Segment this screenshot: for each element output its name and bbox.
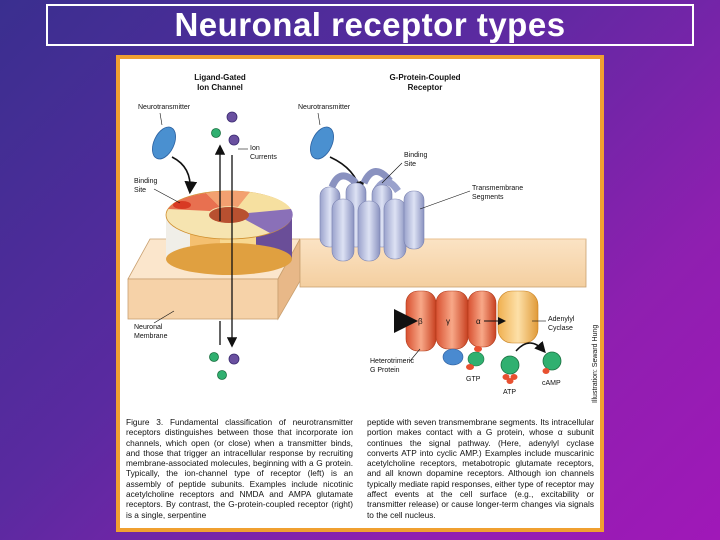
binding-site-right-line2: Site xyxy=(404,161,416,168)
neurotransmitter-molecule-right xyxy=(310,126,334,160)
figure-frame: Ligand-Gated Ion Channel G-Protein-Coupl… xyxy=(116,55,604,532)
heterotrimeric-label-line1: Heterotrimeric xyxy=(370,358,414,365)
figure-panel: Ligand-Gated Ion Channel G-Protein-Coupl… xyxy=(120,59,600,528)
g-protein-subunits xyxy=(405,290,539,370)
camp-molecule xyxy=(542,351,562,371)
alpha-label: α xyxy=(476,317,481,326)
caption-column-1: Figure 3. Fundamental classification of … xyxy=(126,417,353,520)
receptor-diagram: Ligand-Gated Ion Channel G-Protein-Coupl… xyxy=(127,73,599,403)
neurotransmitter-label-right: Neurotransmitter xyxy=(298,104,351,111)
ion-channel xyxy=(165,190,293,275)
ion-purple-top xyxy=(226,111,238,123)
ion-green-bottom2 xyxy=(217,370,227,380)
ion-green-top xyxy=(211,128,221,138)
camp-label: cAMP xyxy=(542,380,561,387)
gtp-label: GTP xyxy=(466,376,481,383)
left-heading-line2: Ion Channel xyxy=(197,83,243,92)
right-heading-line2: Receptor xyxy=(408,83,443,92)
transmembrane-label-line2: Segments xyxy=(472,194,504,201)
slide-title-box: Neuronal receptor types xyxy=(46,4,694,46)
left-heading-line1: Ligand-Gated xyxy=(194,73,246,82)
binding-site-left-line1: Binding xyxy=(134,178,157,185)
neurotransmitter-label-left: Neurotransmitter xyxy=(138,104,191,111)
atp-label: ATP xyxy=(503,389,516,396)
slide-title: Neuronal receptor types xyxy=(174,6,566,43)
binding-arrow-left xyxy=(171,156,198,195)
transmembrane-label-line1: Transmembrane xyxy=(472,185,523,192)
neuronal-membrane-label-line2: Membrane xyxy=(134,333,168,340)
neurotransmitter-molecule-left xyxy=(152,126,176,160)
beta-label: β xyxy=(418,317,423,326)
caption-column-2: peptide with seven transmembrane segment… xyxy=(367,417,594,520)
ion-green-bottom xyxy=(209,352,219,362)
adenylyl-label-line2: Cyclase xyxy=(548,325,573,332)
ion-purple-mid xyxy=(228,134,240,146)
illustration-credit: Illustration: Seward Hung xyxy=(592,325,599,403)
ion-currents-label-line1: Ion xyxy=(250,145,260,152)
gamma-label: γ xyxy=(446,317,450,326)
conversion-arrow xyxy=(515,340,546,354)
adenylyl-label-line1: Adenylyl xyxy=(548,316,575,323)
ion-currents-label-line2: Currents xyxy=(250,154,277,161)
binding-site-right-line1: Binding xyxy=(404,152,427,159)
gpcr-transmembrane-segments xyxy=(319,168,425,262)
neuronal-membrane-label-line1: Neuronal xyxy=(134,324,163,331)
atp-molecule xyxy=(500,355,520,375)
binding-site-left-line2: Site xyxy=(134,187,146,194)
heterotrimeric-label-line2: G Protein xyxy=(370,367,400,374)
ion-purple-bottom xyxy=(228,353,240,365)
figure-caption: Figure 3. Fundamental classification of … xyxy=(120,413,600,528)
right-heading-line1: G-Protein-Coupled xyxy=(389,73,460,82)
